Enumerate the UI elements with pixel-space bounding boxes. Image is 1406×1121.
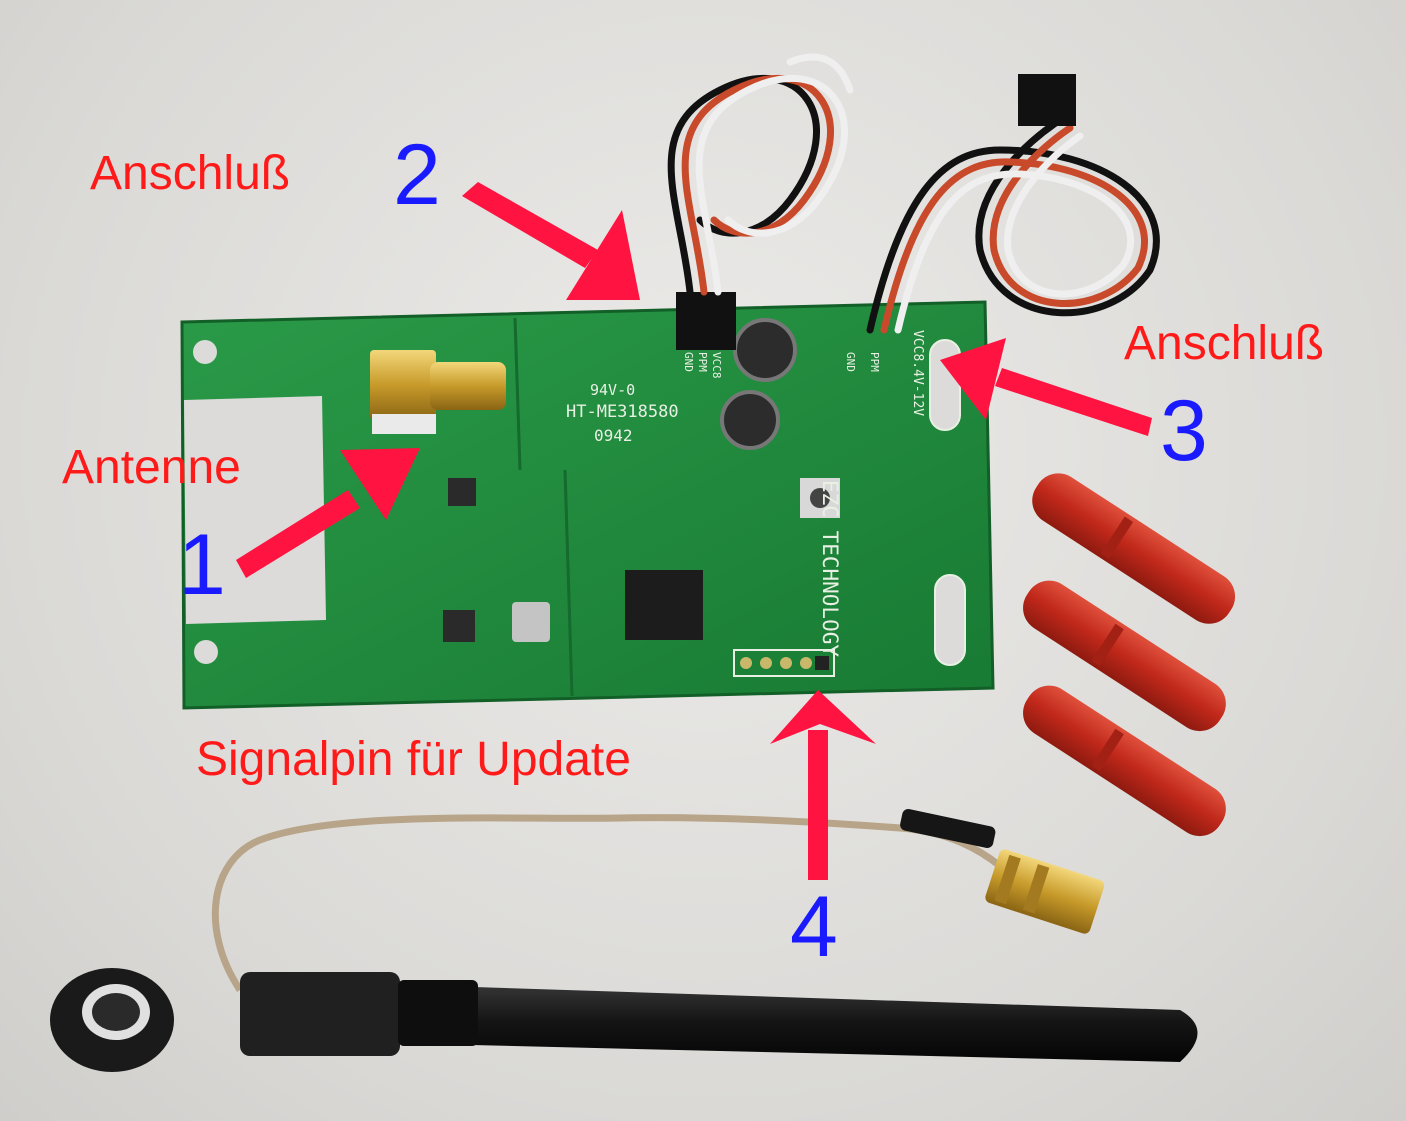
- label-connector-3: Anschluß: [1124, 317, 1325, 370]
- arrow-2: [462, 182, 640, 300]
- servo-cable-3: [866, 74, 1160, 334]
- number-connector-2: 2: [393, 127, 441, 223]
- label-antenna: Antenne: [62, 441, 241, 494]
- butt-connector-1: [1032, 473, 1236, 624]
- rubber-antenna: [240, 972, 1198, 1062]
- board-power-spec: VCC8.4V-12V: [910, 330, 925, 417]
- cable-shrink: [900, 808, 996, 849]
- arrow-3: [940, 338, 1152, 436]
- board-brand: EZC TECHNOLOGY: [818, 480, 842, 658]
- pin-label-left-gnd: GND: [682, 352, 695, 372]
- sma-plug: [985, 849, 1105, 934]
- pin-label-left-ppm: PPM: [696, 352, 709, 372]
- board-rating: 94V-0: [590, 381, 636, 399]
- board-part-no: HT-ME318580: [566, 402, 679, 422]
- number-signal-pin: 4: [790, 879, 838, 975]
- pcb-board: [180, 292, 995, 710]
- arrow-1: [236, 448, 420, 578]
- pin-label-right-ppm: PPM: [868, 352, 881, 372]
- servo-cable-2: [667, 53, 854, 296]
- arrow-4: [770, 690, 876, 880]
- board-code: 0942: [594, 426, 633, 445]
- pin-label-right-gnd: GND: [844, 352, 857, 372]
- pin-label-left-vcc: VCC8: [710, 352, 723, 379]
- label-signal-pin: Signalpin für Update: [196, 733, 631, 786]
- butt-connector-2: [1023, 580, 1226, 732]
- antenna-ring: [50, 968, 174, 1072]
- label-connector-2: Anschluß: [90, 147, 291, 200]
- number-connector-3: 3: [1160, 383, 1208, 479]
- coax-cable: [211, 814, 1003, 992]
- butt-connector-3: [1023, 685, 1226, 837]
- number-antenna: 1: [178, 517, 226, 613]
